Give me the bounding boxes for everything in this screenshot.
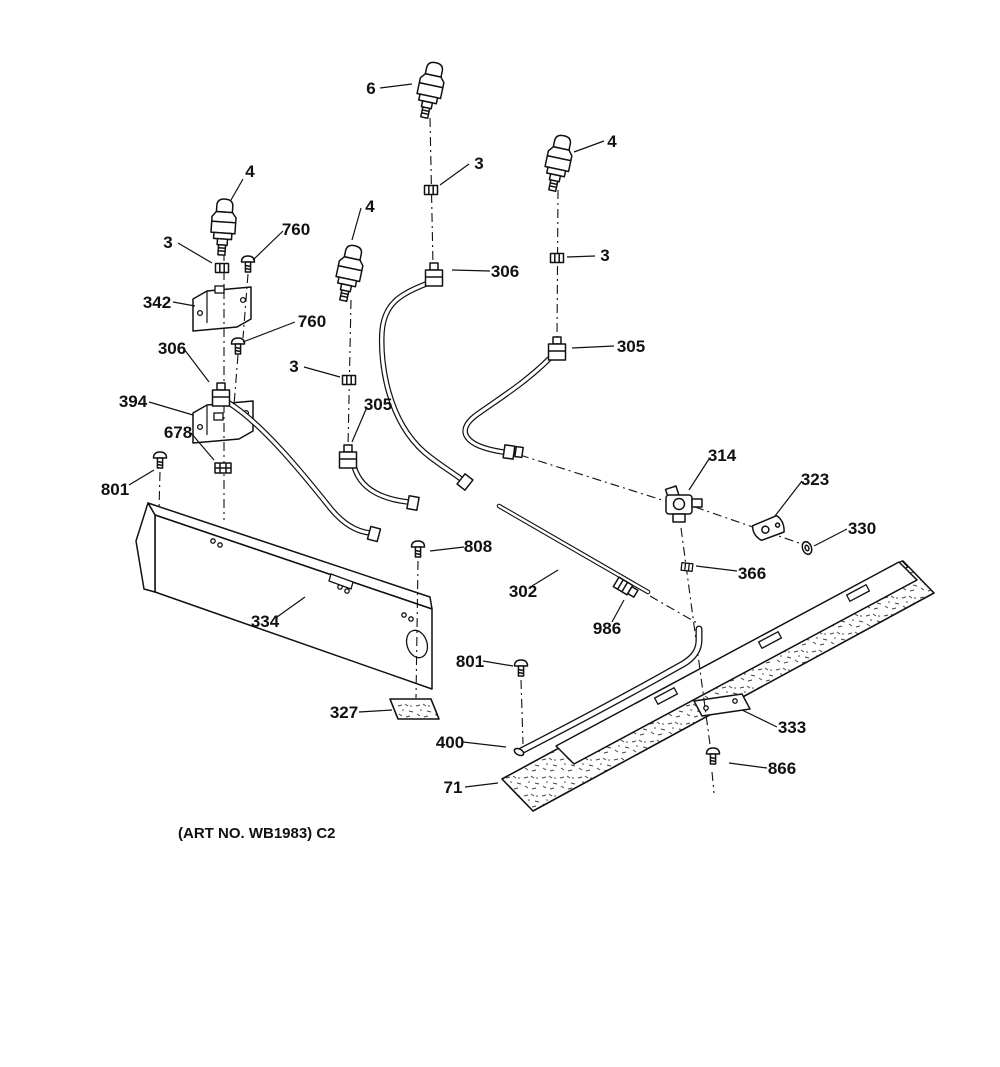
manifold-pipe-400 (513, 625, 703, 757)
tube-end-fitting (366, 525, 382, 543)
hex-nut-3 (214, 262, 230, 274)
part-label-327: 327 (330, 703, 358, 722)
centerline-valve-4-mid (347, 299, 352, 449)
part-label-366: 366 (738, 564, 766, 583)
nut-366 (680, 561, 694, 573)
centerline-valve-6 (429, 117, 434, 266)
part-label-342: 342 (143, 293, 171, 312)
part-label-330: 330 (848, 519, 876, 538)
centerline-tube-to-314 (519, 454, 663, 501)
orifice-fitting-305-mid (338, 444, 358, 469)
part-label-3-d: 3 (289, 357, 298, 376)
centerline-valve-4-right (556, 189, 559, 341)
slotted-support-rail (555, 561, 918, 765)
pressure-regulator-314 (664, 485, 703, 523)
part-label-808: 808 (464, 537, 492, 556)
part-label-394: 394 (119, 392, 148, 411)
push-nut-678 (214, 462, 232, 474)
centerline-screw-808 (415, 560, 419, 699)
tube-end-fitting (502, 444, 516, 460)
screw-760-lower (230, 337, 246, 355)
part-label-334: 334 (251, 612, 280, 631)
part-label-333: 333 (778, 718, 806, 737)
part-label-986: 986 (593, 619, 621, 638)
part-label-4-top-right: 4 (607, 132, 617, 151)
part-label-302: 302 (509, 582, 537, 601)
spacer-plate-327 (389, 698, 440, 720)
orifice-fitting-305-right (547, 336, 567, 361)
part-label-3-b: 3 (163, 233, 172, 252)
part-label-678: 678 (164, 423, 192, 442)
tube-end-fitting (406, 494, 420, 512)
hex-nut-3 (423, 184, 439, 196)
assembly-centerlines (158, 117, 800, 794)
support-bracket-334 (135, 502, 433, 690)
screw-760-upper (240, 255, 256, 273)
hex-nut-3 (549, 252, 565, 264)
part-label-4-left: 4 (245, 162, 255, 181)
part-label-323: 323 (801, 470, 829, 489)
part-label-306-right: 306 (491, 262, 519, 281)
hex-nut-3 (341, 374, 357, 386)
part-label-760-upper: 760 (282, 220, 310, 239)
leader-lines (128, 83, 848, 788)
screw-801-left (152, 451, 168, 469)
screw-866 (705, 747, 721, 765)
gas-valve-4-right (539, 132, 577, 194)
art-number: (ART NO. WB1983) C2 (178, 825, 336, 842)
part-label-760-lower: 760 (298, 312, 326, 331)
part-label-801-right: 801 (456, 652, 484, 671)
part-label-400: 400 (436, 733, 464, 752)
hardware-parts (152, 59, 813, 765)
centerline-screw-801-right (520, 679, 524, 745)
gas-valve-6 (411, 59, 449, 121)
clamp-bracket-333 (693, 693, 751, 717)
part-label-801-left: 801 (101, 480, 129, 499)
gas-tubes (226, 281, 552, 543)
part-labels: 6 4 4 3 4 3 760 342 3 306 760 306 3 305 … (101, 79, 876, 842)
part-label-4-mid: 4 (365, 197, 375, 216)
washer-330 (801, 540, 813, 556)
part-label-866: 866 (768, 759, 796, 778)
part-label-306-left: 306 (158, 339, 186, 358)
orifice-fitting-306-right (424, 262, 444, 287)
mounting-bracket-394 (192, 400, 254, 444)
valve-rod-302 (496, 503, 651, 595)
part-label-305-mid: 305 (364, 395, 392, 414)
part-label-3-a: 3 (474, 154, 483, 173)
centerline-screw-801-left (158, 471, 161, 511)
mounting-plate-323 (751, 514, 785, 542)
centerline-regulator-314 (680, 527, 715, 794)
rod-fitting-986 (612, 576, 639, 598)
screw-801-right (513, 659, 529, 677)
part-label-314: 314 (708, 446, 737, 465)
part-label-6: 6 (366, 79, 375, 98)
gas-valve-4-left (208, 197, 239, 257)
orifice-fitting-306-left (211, 382, 231, 407)
part-label-71: 71 (444, 778, 463, 797)
mounting-bracket-342 (192, 285, 252, 332)
centerline-screw-760-lower (233, 354, 239, 406)
centerline-rod-302 (649, 595, 698, 624)
part-label-305-right: 305 (617, 337, 645, 356)
centerline-screw-760-upper (242, 273, 249, 339)
part-label-3-c: 3 (600, 246, 609, 265)
gas-valve-4-mid (330, 242, 368, 304)
tube-coupling (514, 445, 524, 459)
screw-808 (410, 540, 426, 558)
